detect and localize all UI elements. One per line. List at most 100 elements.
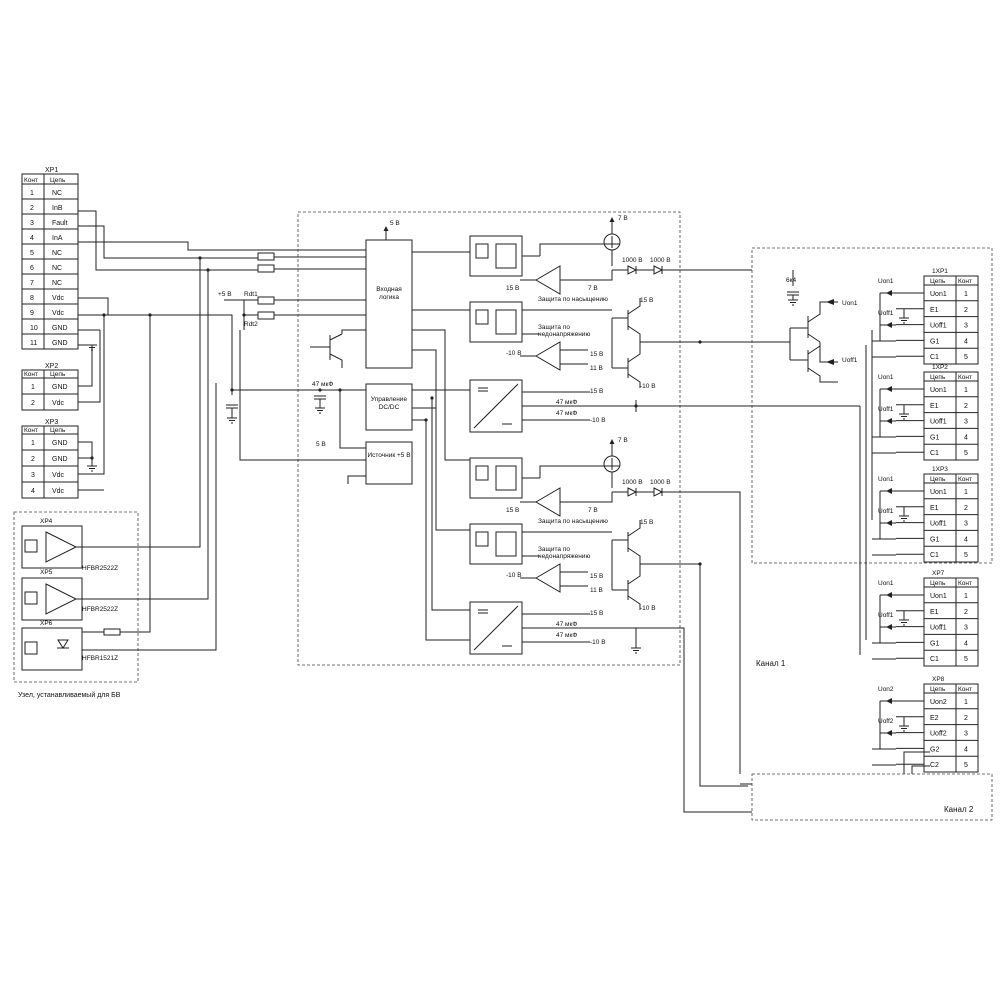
xp3-net-1: GND [52, 440, 68, 447]
ch1-diode1-label: 1000 В [622, 257, 643, 264]
connector-col-net: Цепь [930, 374, 946, 381]
xp1-col-net: Цепь [50, 177, 66, 184]
xp2-connector: XP2 Конт Цепь 1 GND 2 Vdc [21, 363, 79, 411]
connector-title: XP8 [932, 676, 945, 683]
xp1-pin-10: 10 [30, 325, 38, 332]
xp2-net-2: Vdc [52, 400, 65, 407]
xp1-net-8: Vdc [52, 295, 65, 302]
label-5v-src: 5 В [316, 441, 326, 448]
xp1-pin-2: 2 [30, 205, 34, 212]
xp1-net-5: NC [52, 250, 62, 257]
xp1-net-10: GND [52, 325, 68, 332]
xp2-col-net: Цепь [50, 371, 66, 378]
connector-pin: 5 [964, 552, 968, 559]
xp1-pin-4: 4 [30, 235, 34, 242]
connector-uoff-label: Uoff1 [878, 406, 894, 413]
connector-pin: 2 [964, 715, 968, 722]
dcdc-control-label: Управление DC/DC [370, 396, 408, 411]
channel-2-outline [751, 773, 993, 821]
connector-uon-label: Uon1 [878, 476, 894, 483]
xp2-title: XP2 [45, 363, 58, 370]
xp1-pin-11: 11 [30, 340, 37, 347]
ch1-label-15v-c: 15 В [640, 297, 653, 304]
connector-uon-label: Uon1 [878, 580, 894, 587]
ch1-label-m10v-c: -10 В [640, 383, 656, 390]
optic-caption: Узел, устанавливаемый для БВ [18, 691, 121, 699]
channel-2-driver: 5 В 7 В 1000 В 1000 В 7 В 15 В Защита по… [469, 437, 752, 813]
output-cap-label: 6к4 [786, 277, 796, 284]
connector-net: E1 [930, 307, 939, 314]
label-rdt1: Rdt1 [244, 291, 258, 298]
connector-col-net: Цепь [930, 580, 946, 587]
xp1-net-6: NC [52, 265, 62, 272]
ch2-label-m10v-a: -10 В [506, 572, 522, 579]
connector-pin: 4 [964, 338, 968, 345]
xp3-net-2: GND [52, 456, 68, 463]
connector-net: Uoff2 [930, 731, 947, 738]
connector-pin: 3 [964, 521, 968, 528]
ch1-label-7v-b: 7 В [588, 285, 598, 292]
ch1-label-15v-b: 15 В [590, 351, 603, 358]
xp1-net-4: InA [52, 235, 63, 242]
xp2-net-1: GND [52, 384, 68, 391]
xp1-net-9: Vdc [52, 310, 65, 317]
ch1-label-7v: 7 В [618, 215, 628, 222]
xp3-net-3: Vdc [52, 472, 65, 479]
connector-title: 1XP1 [932, 268, 948, 275]
connector-col-pin: Конт [958, 686, 972, 693]
xp3-net-4: Vdc [52, 488, 65, 495]
xp1-pin-6: 6 [30, 265, 34, 272]
xp6-part: HFBR1521Z [82, 655, 118, 662]
connector-net: Uon1 [930, 387, 947, 394]
connector-col-pin: Конт [958, 476, 972, 483]
xp1-pin-1: 1 [30, 190, 34, 197]
connector-col-pin: Конт [958, 580, 972, 587]
ch1-label-15v-d: 15 В [590, 388, 603, 395]
xp1-pin-8: 8 [30, 295, 34, 302]
xp1-net-2: InB [52, 205, 63, 212]
connector-pin: 2 [964, 307, 968, 314]
connector-pin: 4 [964, 746, 968, 753]
connector-pin: 2 [964, 403, 968, 410]
xp1-net-1: NC [52, 190, 62, 197]
connector-col-pin: Конт [958, 374, 972, 381]
connector-pin: 2 [964, 505, 968, 512]
ch1-diode2-label: 1000 В [650, 257, 671, 264]
connector-net: Uon2 [930, 699, 947, 706]
connector-net: E2 [930, 715, 939, 722]
connector-pin: 4 [964, 536, 968, 543]
connector-title: XP7 [932, 570, 945, 577]
ch2-undervolt-comparator [535, 563, 561, 593]
connector-pin: 1 [964, 387, 968, 394]
xp1-pin-5: 5 [30, 250, 34, 257]
connector-net: G1 [930, 434, 939, 441]
connector-uoff-label: Uoff2 [878, 718, 894, 725]
driver-board-outline [297, 211, 681, 666]
connector-pin: 3 [964, 323, 968, 330]
connector-col-net: Цепь [930, 476, 946, 483]
ch1-label-15v-a: 15 В [506, 285, 519, 292]
ch2-label-7v: 7 В [618, 437, 628, 444]
connector-uon-label: Uon1 [878, 278, 894, 285]
ch2-label-15v-c: 15 В [640, 519, 653, 526]
connector-net: C1 [930, 656, 939, 663]
xp1-pin-7: 7 [30, 280, 34, 287]
connector-pin: 3 [964, 731, 968, 738]
xp3-col-pin: Конт [24, 427, 38, 434]
ch1-label-m10v-d: -10 В [590, 417, 606, 424]
channel-1-label: Канал 1 [756, 659, 786, 668]
ch2-label-m10v-d: -10 В [590, 639, 606, 646]
ch2-label-15v-b: 15 В [590, 573, 603, 580]
xp1-title: XP1 [45, 167, 58, 174]
connector-col-net: Цепь [930, 686, 946, 693]
ch1-cap2-label: 47 мкФ [556, 410, 577, 417]
xp1-pin-9: 9 [30, 310, 34, 317]
output-uon1-label: Uon1 [842, 300, 858, 307]
ch2-diode2-label: 1000 В [650, 479, 671, 486]
connector-uoff-label: Uoff1 [878, 612, 894, 619]
ch2-sat-comparator [535, 487, 561, 517]
